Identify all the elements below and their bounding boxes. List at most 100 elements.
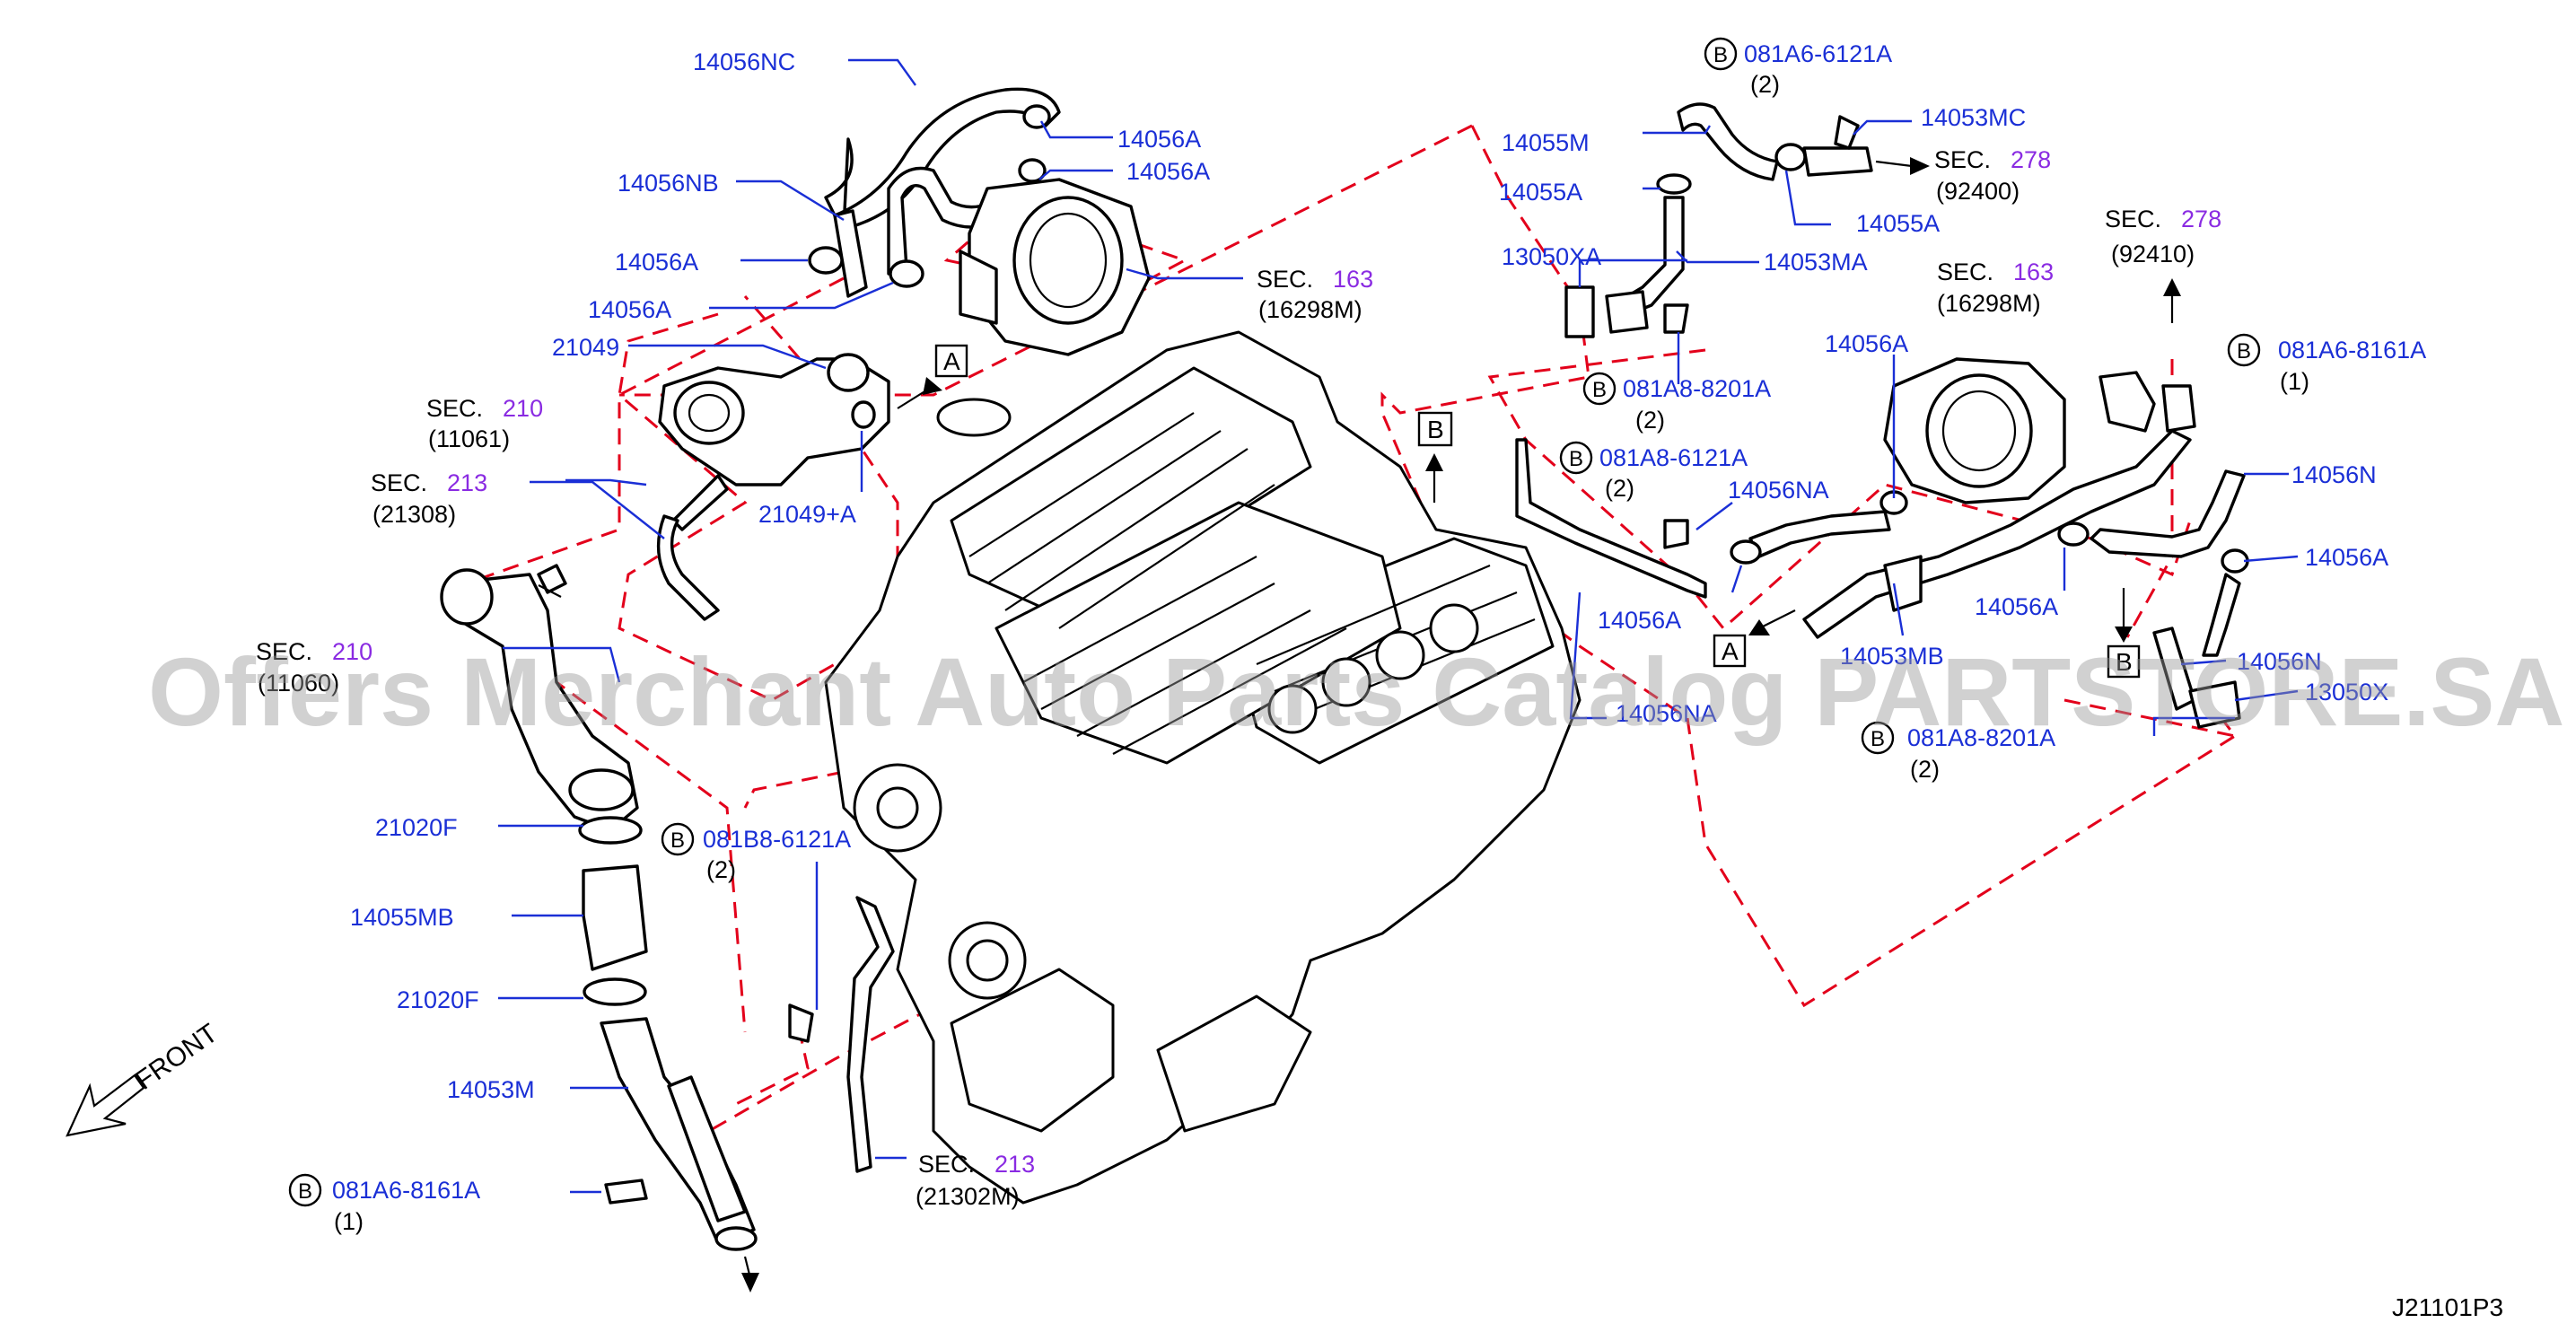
box-marker-a-right [1713, 634, 1747, 668]
front-direction-indicator: FRONT [66, 1018, 223, 1137]
timing-cover-hub [876, 786, 919, 829]
clamp-14056A-mid-1 [1730, 539, 1762, 565]
label-14056A-6: 14056A [1598, 607, 1681, 634]
water-pump-hub [966, 939, 1009, 982]
arrow-a-upper-icon [923, 377, 942, 395]
bolt-callout-b6-qty: (2) [706, 856, 736, 883]
label-14053MB: 14053MB [1840, 643, 1944, 670]
outlet-port-left-inner [688, 393, 731, 433]
arrow-sec278b-up-icon [2163, 278, 2181, 296]
clamp-14055A-upper [1774, 143, 1807, 171]
outlet-port-left [673, 381, 745, 445]
clamp-21020F-upper [578, 816, 643, 845]
boss-4 [1267, 684, 1318, 734]
label-14056A-8: 14056A [1975, 593, 2058, 620]
bolt-callout-b6-part: 081B8-6121A [703, 826, 851, 853]
clamp-14056A-top-2 [1018, 158, 1047, 183]
boss-3 [1429, 603, 1479, 653]
sec-ref-163b: SEC.163 [1937, 259, 2054, 285]
bolt-callout-b7-part: 081A6-8161A [332, 1177, 480, 1204]
pipe-14053MA-flange [1605, 290, 1649, 334]
hose-14055M [1677, 102, 1779, 181]
pipe-14053M-end [714, 1226, 758, 1251]
engine-block-illustration [824, 330, 1582, 1205]
box-marker-a-upper [934, 344, 968, 378]
bolt-callout-b3-part: 081A8-6121A [1599, 444, 1748, 471]
gasket-13050X [2188, 680, 2241, 729]
label-14056N-b: 14056N [2237, 648, 2322, 675]
arrow-b-right-down-icon [2115, 627, 2133, 643]
label-14055A-2: 14055A [1856, 210, 1940, 237]
bolt-callout-b5-part: 081A8-8201A [1907, 724, 2055, 751]
bolt-callout-b2-letter: B [1592, 378, 1607, 402]
bolt-081A8-8201A-upper [1663, 303, 1689, 334]
arrow-b-center-up-icon [1425, 453, 1443, 471]
sec-ref-213b: SEC.213 [918, 1151, 1035, 1178]
label-21020F-1: 21020F [375, 814, 458, 841]
boundary-upper-left [618, 295, 899, 702]
bolt-callout-b4-letter: B [2237, 339, 2251, 364]
boss-1 [1321, 657, 1371, 707]
sec-ref-213a: SEC.213 [371, 469, 487, 496]
label-14053MA: 14053MA [1764, 249, 1868, 276]
inlet-bolt-boss [537, 564, 567, 594]
sec-ref-278a-code: (92400) [1936, 178, 2020, 205]
front-cover-lower [950, 968, 1115, 1133]
box-marker-b-right-label: B [2116, 648, 2133, 676]
clamp-14056A-right-1 [2057, 521, 2090, 547]
box-marker-group: A B A B [897, 278, 2181, 679]
sec-ref-163a-code: (16298M) [1258, 296, 1362, 323]
bolt-callout-b6-letter: B [670, 828, 685, 853]
label-14056NA: 14056NA [1728, 477, 1829, 504]
gasket-21049 [827, 353, 870, 392]
label-14056A-3: 14056A [1117, 126, 1201, 153]
bolt-callout-b7-letter: B [298, 1179, 312, 1204]
water-outlet-assembly [658, 353, 890, 531]
right-throttle-body [1883, 357, 2066, 504]
thermostat-housing-group [440, 564, 639, 832]
sec-ref-278b: SEC.278 [2105, 206, 2221, 232]
bolt-callout-b3-circle [1559, 441, 1593, 475]
label-14053M: 14053M [447, 1076, 535, 1103]
sec-ref-210b-code: (11060) [258, 670, 339, 697]
hose-14056N [2090, 469, 2246, 558]
sec-ref-213b-code: (21302M) [916, 1183, 1020, 1210]
front-arrow-icon [66, 1073, 145, 1137]
bolt-callout-b2-qty: (2) [1635, 407, 1665, 434]
oil-filler-cap [936, 398, 1012, 437]
label-14056A-1: 14056A [615, 249, 698, 276]
arrow-a-right-icon [1748, 619, 1770, 635]
clamp-21020F-lower [583, 977, 647, 1006]
throttle-plate-right [1941, 390, 2017, 472]
sec-ref-163b-code: (16298M) [1937, 290, 2041, 317]
tube-sec213-lower [846, 896, 895, 1173]
label-14056NA-b: 14056NA [1616, 700, 1717, 727]
o-ring-21049A [851, 400, 876, 429]
box-marker-b-center [1417, 411, 1453, 447]
clamp-14056A-lower-left [889, 259, 924, 288]
label-14056A-7: 14056A [2305, 544, 2388, 571]
outlet-stub [671, 474, 729, 531]
boundary-right-lower [2063, 698, 2239, 739]
inlet-bolt [538, 584, 562, 598]
throttle-plate-left [1029, 212, 1108, 309]
clamp-14056A-top-1 [1022, 104, 1051, 129]
bolt-callout-b3-letter: B [1569, 447, 1583, 471]
boss-2 [1375, 630, 1425, 680]
front-label: FRONT [130, 1018, 223, 1095]
clamp-14056A-right-2 [2221, 548, 2249, 574]
boundary-right-hose [1487, 348, 2192, 631]
bolt-callout-b6-circle [661, 822, 695, 856]
leader-lines [498, 58, 2299, 1194]
bolt-callout-b1-letter: B [1713, 43, 1728, 67]
sec-ref-213a-code: (21308) [372, 501, 456, 528]
bolt-callout-b1-qty: (2) [1750, 71, 1780, 98]
watermark-text: Offers Merchant Auto Parts Catalog PARTS… [148, 637, 2564, 746]
arrow-a-right-shaft [1758, 609, 1796, 629]
bolt-callout-b4-circle [2227, 333, 2261, 367]
upper-right-hose-group [1564, 102, 1930, 338]
bolt-081A6-6121A [1834, 115, 1860, 150]
label-14056NC: 14056NC [693, 48, 795, 75]
label-14056A-2: 14056A [588, 296, 671, 323]
